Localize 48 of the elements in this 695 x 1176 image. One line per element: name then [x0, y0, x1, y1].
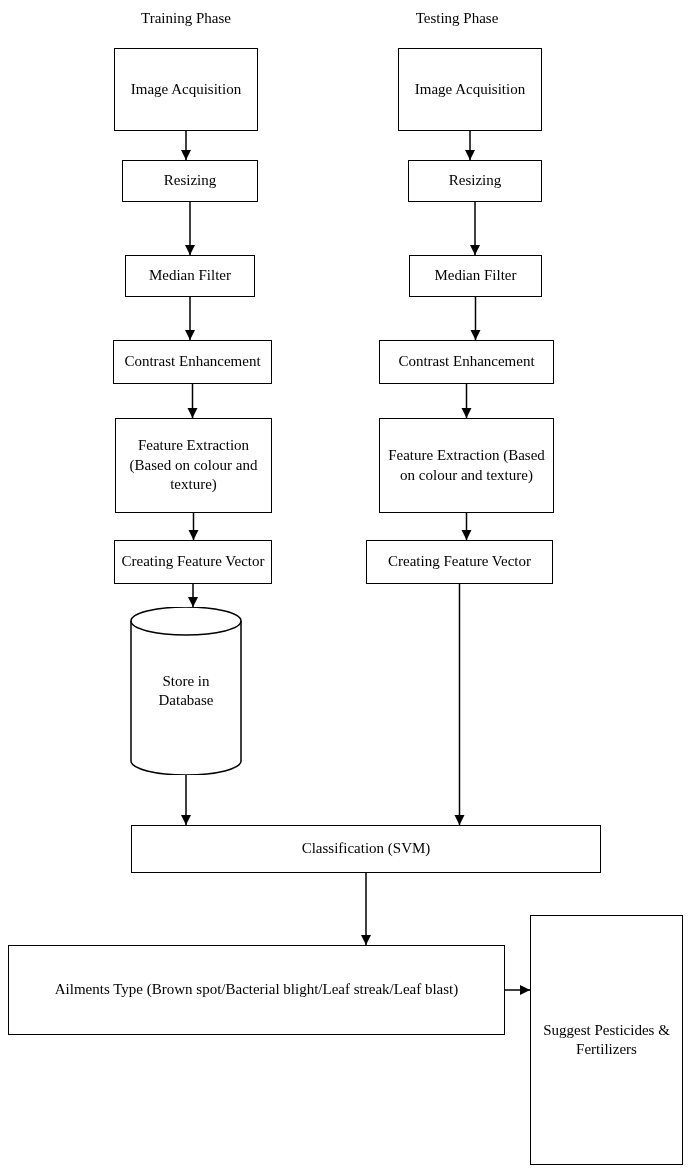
arrow — [470, 296, 481, 341]
arrow — [461, 512, 472, 541]
node-label: Resizing — [447, 171, 503, 191]
node-label: Resizing — [162, 171, 218, 191]
node-label: Image Acquisition — [129, 79, 243, 99]
process-box — [530, 915, 683, 1165]
process-box — [122, 160, 258, 202]
process-box — [398, 48, 542, 131]
node-label: Contrast Enhancement — [123, 352, 262, 372]
arrow — [469, 201, 481, 256]
process-box — [131, 825, 601, 873]
arrow — [184, 201, 196, 256]
process-box — [366, 540, 553, 584]
node-label: Ailments Type (Brown spot/Bacterial blight/Leaf streak/Leaf blast) — [53, 980, 460, 1000]
arrow — [360, 872, 372, 946]
process-box — [113, 340, 272, 384]
arrow — [180, 130, 192, 161]
process-box — [409, 255, 542, 297]
node-label: Classification (SVM) — [300, 839, 432, 859]
node-label: Feature Extraction (Based on colour and texture) — [387, 446, 546, 485]
process-box — [8, 945, 505, 1035]
arrow — [464, 130, 476, 161]
process-box — [125, 255, 255, 297]
process-box — [379, 340, 554, 384]
arrow — [187, 383, 198, 419]
arrow — [188, 512, 199, 541]
node-label: Contrast Enhancement — [397, 352, 536, 372]
process-box — [408, 160, 542, 202]
node-label: Feature Extraction (Based on colour and texture) — [128, 436, 259, 495]
arrow — [184, 296, 196, 341]
node-label: Store in Database — [157, 671, 215, 710]
arrow — [461, 383, 472, 419]
node-label: Median Filter — [433, 266, 518, 286]
arrow — [504, 984, 531, 996]
arrow — [454, 583, 465, 826]
process-box — [115, 418, 272, 513]
process-box — [114, 48, 258, 131]
node-label: Median Filter — [147, 266, 233, 286]
process-box — [114, 540, 272, 584]
node-label: Image Acquisition — [413, 79, 527, 99]
arrow — [187, 583, 199, 608]
node-label: Suggest Pesticides & Fertilizers — [542, 1020, 671, 1059]
node-label: Creating Feature Vector — [387, 552, 532, 572]
process-box — [379, 418, 554, 513]
node-label: Creating Feature Vector — [120, 552, 266, 572]
arrow — [180, 774, 192, 826]
phase-heading: Training Phase — [141, 10, 231, 27]
phase-heading: Testing Phase — [415, 10, 499, 27]
